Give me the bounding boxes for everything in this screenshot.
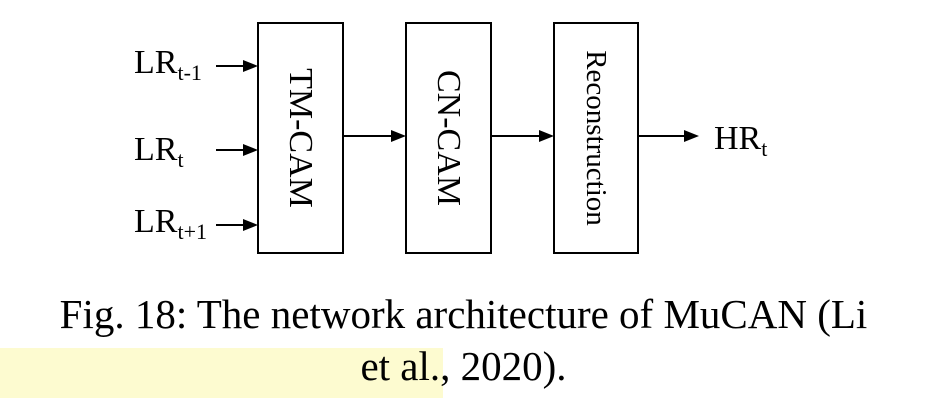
input-arrow-lr-t-plus-1	[216, 219, 258, 231]
architecture-diagram: LRt-1 LRt LRt+1 TM-CAM CN-CAM R	[134, 22, 767, 254]
citation-year: , 2020).	[440, 343, 567, 389]
highlight-band	[0, 348, 443, 398]
arrow-tm-cam-to-cn-cam	[343, 130, 406, 142]
tm-cam-label: TM-CAM	[282, 68, 319, 208]
output-arrow	[638, 130, 699, 142]
input-arrow-lr-t-minus-1	[216, 60, 258, 72]
citation-link[interactable]: et al.	[360, 343, 441, 389]
output-label-hr-t: HRt	[714, 120, 767, 161]
reconstruction-module: Reconstruction	[553, 22, 639, 254]
arrow-cn-cam-to-reconstruction	[491, 130, 554, 142]
input-label-lr-t-minus-1: LRt-1	[134, 44, 202, 85]
cn-cam-module: CN-CAM	[405, 22, 492, 254]
figure-caption-line-1: Fig. 18: The network architecture of MuC…	[59, 291, 868, 337]
input-arrow-lr-t	[216, 144, 258, 156]
cn-cam-label: CN-CAM	[430, 70, 467, 206]
tm-cam-module: TM-CAM	[257, 22, 344, 254]
reconstruction-label: Reconstruction	[580, 50, 612, 226]
figure-caption-line-2: et al., 2020).	[0, 342, 927, 390]
input-label-lr-t: LRt	[134, 131, 184, 172]
input-label-lr-t-plus-1: LRt+1	[134, 203, 207, 244]
